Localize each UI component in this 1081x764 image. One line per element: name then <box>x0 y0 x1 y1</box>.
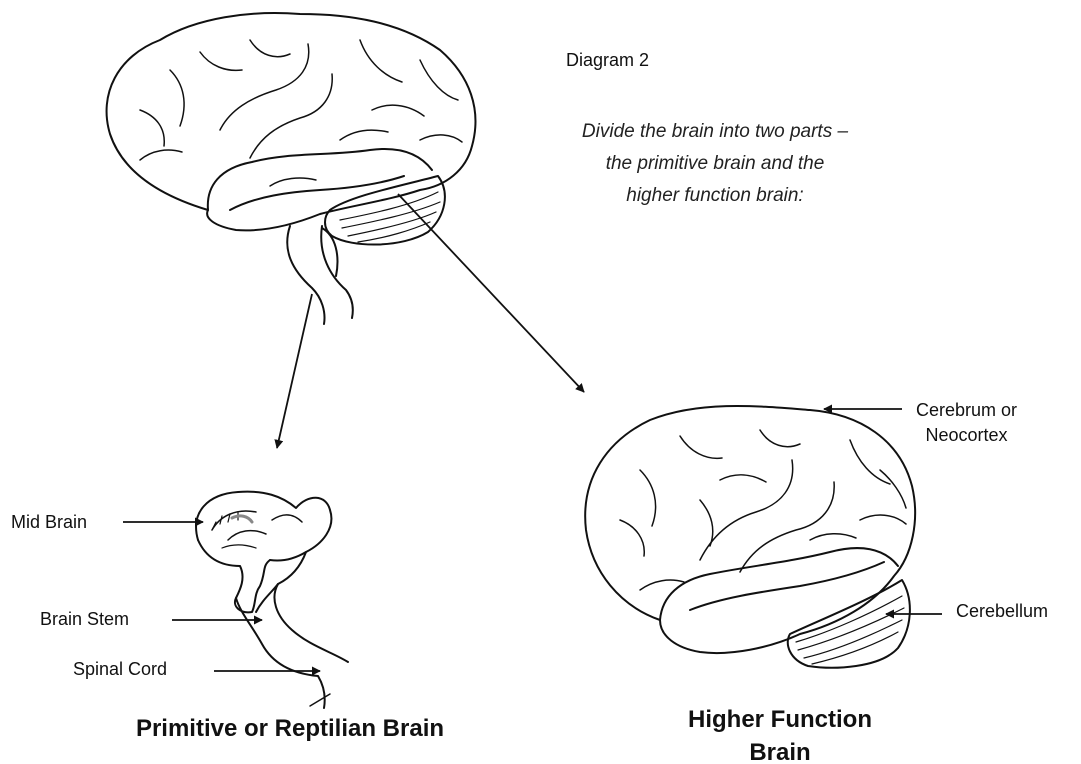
instruction-line: the primitive brain and the <box>520 148 910 180</box>
higher-brain-caption-line: Brain <box>630 736 930 764</box>
cerebellum-label: Cerebellum <box>956 601 1048 622</box>
whole-brain-stem <box>287 226 324 324</box>
mid-brain-label: Mid Brain <box>11 512 87 533</box>
brain-stem-label: Brain Stem <box>40 609 129 630</box>
primitive-brain-illustration <box>196 492 348 708</box>
spinal-cord-label: Spinal Cord <box>73 659 167 680</box>
instruction-line: Divide the brain into two parts – <box>520 116 910 148</box>
diagram-title: Diagram 2 <box>566 50 649 71</box>
higher-brain-caption: Higher Function Brain <box>630 703 930 764</box>
higher-brain-cerebellum <box>788 580 910 668</box>
arrow-to-higher-brain <box>398 194 584 392</box>
higher-brain-caption-line: Higher Function <box>630 703 930 736</box>
instruction-text: Divide the brain into two parts – the pr… <box>520 116 910 212</box>
cerebrum-label-line: Neocortex <box>916 423 1017 448</box>
primitive-brain-caption: Primitive or Reptilian Brain <box>60 712 520 745</box>
instruction-line: higher function brain: <box>520 180 910 212</box>
cerebrum-label: Cerebrum or Neocortex <box>916 398 1017 448</box>
diagram-arrows <box>123 194 942 671</box>
arrow-to-primitive-brain <box>277 294 312 448</box>
higher-brain-illustration <box>585 406 915 668</box>
cerebrum-label-line: Cerebrum or <box>916 398 1017 423</box>
whole-brain-illustration <box>107 13 476 324</box>
